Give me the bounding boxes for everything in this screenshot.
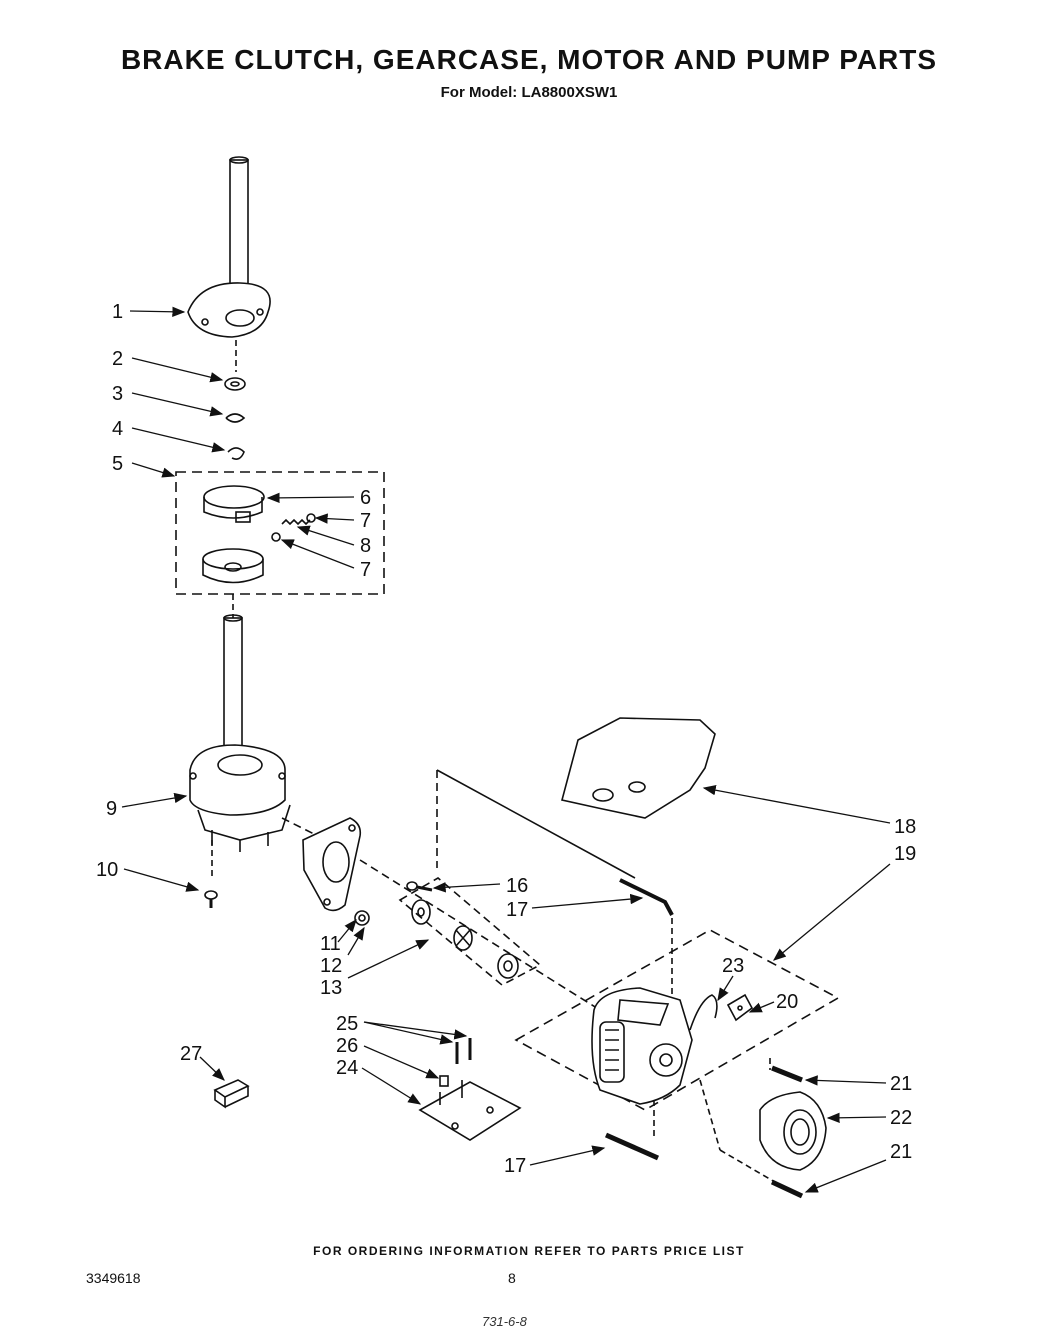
part-2-washer [224,377,246,391]
part-24-bracket [418,1080,522,1141]
callout-labels: 1 2 3 4 5 6 7 8 7 9 10 11 12 13 16 17 18… [96,301,916,1177]
part-13-coupling-disc [453,925,473,951]
part-27-block [213,1079,250,1109]
part-17-strap-upper [619,878,674,916]
part-17-strap-lower [604,1132,660,1161]
part-1-brake-housing [187,282,271,338]
part-13-coupling-pulley [497,953,519,979]
part-6-brake-band [203,485,265,523]
callout-21-upper: 21 [890,1073,912,1095]
callout-5: 5 [112,453,123,475]
callout-2: 2 [112,348,123,370]
callout-12: 12 [320,955,342,977]
callout-22: 22 [890,1107,912,1129]
motor [591,987,693,1105]
callout-11: 11 [320,933,341,955]
callout-18: 18 [894,816,916,838]
handwritten-note: 731-6-8 [482,1314,527,1329]
part-4-retaining-ring [227,447,245,460]
callout-7a: 7 [360,510,371,532]
model-subtitle: For Model: LA8800XSW1 [440,84,618,101]
callout-21-lower: 21 [890,1141,912,1163]
callout-20: 20 [776,991,798,1013]
part-20-capacitor-switch [726,993,754,1022]
page-title: BRAKE CLUTCH, GEARCASE, MOTOR AND PUMP P… [120,44,938,75]
callout-1: 1 [112,301,123,323]
part-10-screw [204,890,218,908]
callout-16: 16 [506,875,528,897]
callout-26: 26 [336,1035,358,1057]
callout-9: 9 [106,798,117,820]
part-16-screw [406,881,433,892]
page-number: 8 [508,1270,516,1286]
callout-8: 8 [360,535,371,557]
callout-3: 3 [112,383,123,405]
callout-24: 24 [336,1057,358,1079]
part-13-coupling-box [398,877,542,986]
callout-19: 19 [894,843,916,865]
callout-10: 10 [96,859,118,881]
callout-7b: 7 [360,559,371,581]
part-3-spring-washer [225,413,246,423]
leader-lines [121,306,891,1193]
part-9-gearcase [189,614,291,852]
part-26-clip [439,1075,449,1087]
part-12-bushing [354,910,370,926]
part-5-clutch-assembly-box [175,471,385,595]
ordering-info-note: FOR ORDERING INFORMATION REFER TO PARTS … [313,1244,745,1258]
callout-25: 25 [336,1013,358,1035]
part-23-wire-harness [689,994,718,1031]
part-21-pin-upper [771,1065,803,1083]
part-22-pump [759,1091,827,1171]
part-11-mounting-plate [302,817,362,912]
callout-23: 23 [722,955,744,977]
callout-17-upper: 17 [506,899,528,921]
part-8-spring [271,513,316,542]
document-number: 3349618 [86,1270,141,1286]
part-21-pin-lower [770,1179,804,1199]
callout-17-lower: 17 [504,1155,526,1177]
callout-6: 6 [360,487,371,509]
clutch-pulley [202,548,264,584]
callout-13: 13 [320,977,342,999]
part-13-coupling-hub [411,899,431,925]
part-18-drain-pad [561,717,716,819]
callout-27: 27 [180,1043,202,1065]
callout-4: 4 [112,418,123,440]
agitator-shaft-top [229,156,249,311]
